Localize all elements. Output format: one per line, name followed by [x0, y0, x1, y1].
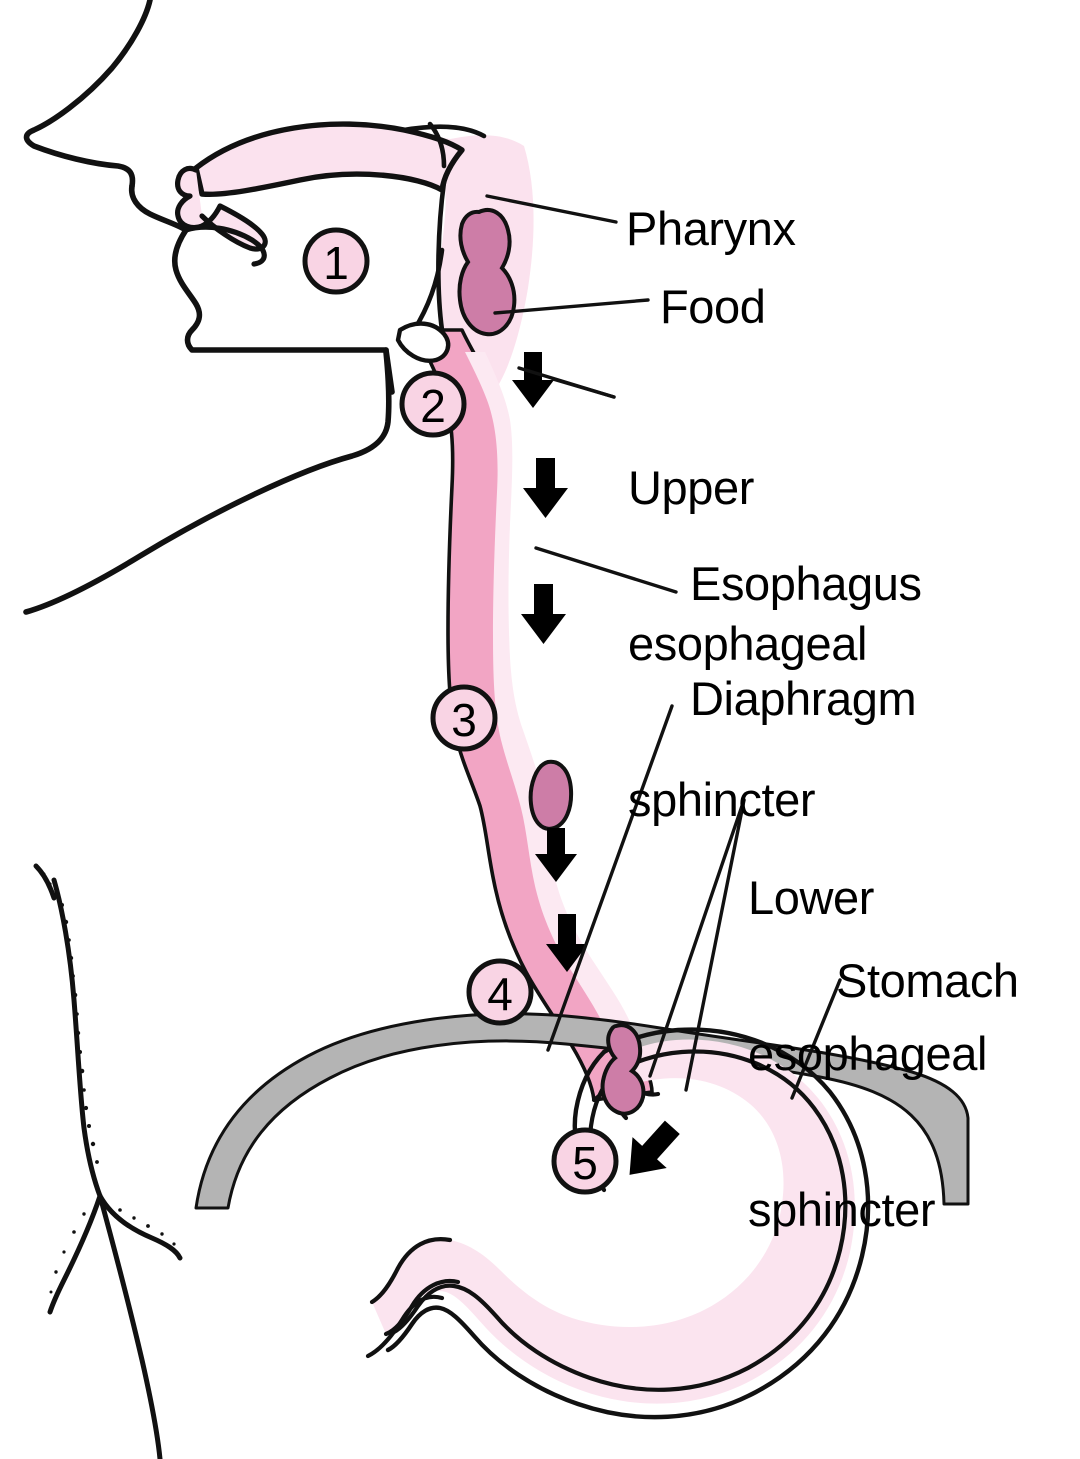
label-food: Food [660, 280, 766, 333]
step-marker-2-label: 2 [420, 380, 446, 432]
label-les-line2: esophageal [748, 1027, 988, 1080]
label-stomach: Stomach [836, 954, 1019, 1007]
step-marker-3[interactable]: 3 [430, 684, 498, 752]
label-ues-line1: Upper [628, 461, 755, 514]
step-marker-1-label: 1 [323, 237, 349, 289]
leader-esophagus [534, 546, 678, 594]
arrow-lower-icon [535, 828, 577, 882]
tongue [183, 224, 267, 267]
leader-food [493, 298, 650, 315]
arrow-ues-icon [512, 352, 554, 408]
esophagus-tube [412, 328, 654, 1102]
leader-ues-b [551, 377, 616, 399]
step-marker-1[interactable]: 1 [302, 227, 370, 295]
arrow-mid-icon [521, 584, 566, 644]
hard-palate [193, 121, 465, 198]
arrow-stomach-icon [629, 1120, 680, 1175]
leader-stomach [790, 978, 842, 1100]
label-diaphragm: Diaphragm [690, 672, 917, 725]
label-upper-esophageal-sphincter: Upper esophageal sphincter [628, 358, 867, 878]
larynx-outline [395, 321, 451, 363]
food-bolus-pharynx [457, 208, 517, 337]
label-les-line3: sphincter [748, 1183, 936, 1236]
neck-outline [23, 349, 392, 615]
step-marker-3-label: 3 [451, 694, 477, 746]
label-ues-line2: esophageal [628, 617, 868, 670]
step-markers: 1 2 3 4 5 [302, 227, 619, 1195]
food-bolus-les [600, 1023, 646, 1116]
step-marker-4[interactable]: 4 [466, 958, 534, 1026]
arrow-les-icon [546, 914, 588, 972]
leader-les-b [684, 798, 746, 1092]
label-lower-esophageal-sphincter: Lower esophageal sphincter [748, 768, 987, 1288]
step-marker-2[interactable]: 2 [399, 370, 467, 438]
peristalsis-arrows [512, 352, 680, 1175]
leader-les-a [648, 798, 746, 1078]
step-marker-4-label: 4 [487, 968, 513, 1020]
torso-stipple [42, 872, 176, 1294]
label-esophagus: Esophagus [690, 557, 922, 610]
arrow-upper-icon [523, 458, 568, 518]
step-marker-5[interactable]: 5 [551, 1127, 619, 1195]
step-marker-5-label: 5 [572, 1137, 598, 1189]
pharynx-wall-lines [401, 121, 487, 333]
label-ues-line3: sphincter [628, 773, 816, 826]
leader-diaphragm [546, 704, 674, 1052]
torso-outline [33, 863, 183, 1459]
leader-lines [485, 194, 842, 1100]
food-bolus-mid-esophagus [528, 759, 574, 831]
stomach-body [365, 1027, 871, 1420]
label-les-line1: Lower [748, 871, 875, 924]
label-pharynx: Pharynx [626, 202, 796, 255]
leader-pharynx [485, 194, 618, 224]
